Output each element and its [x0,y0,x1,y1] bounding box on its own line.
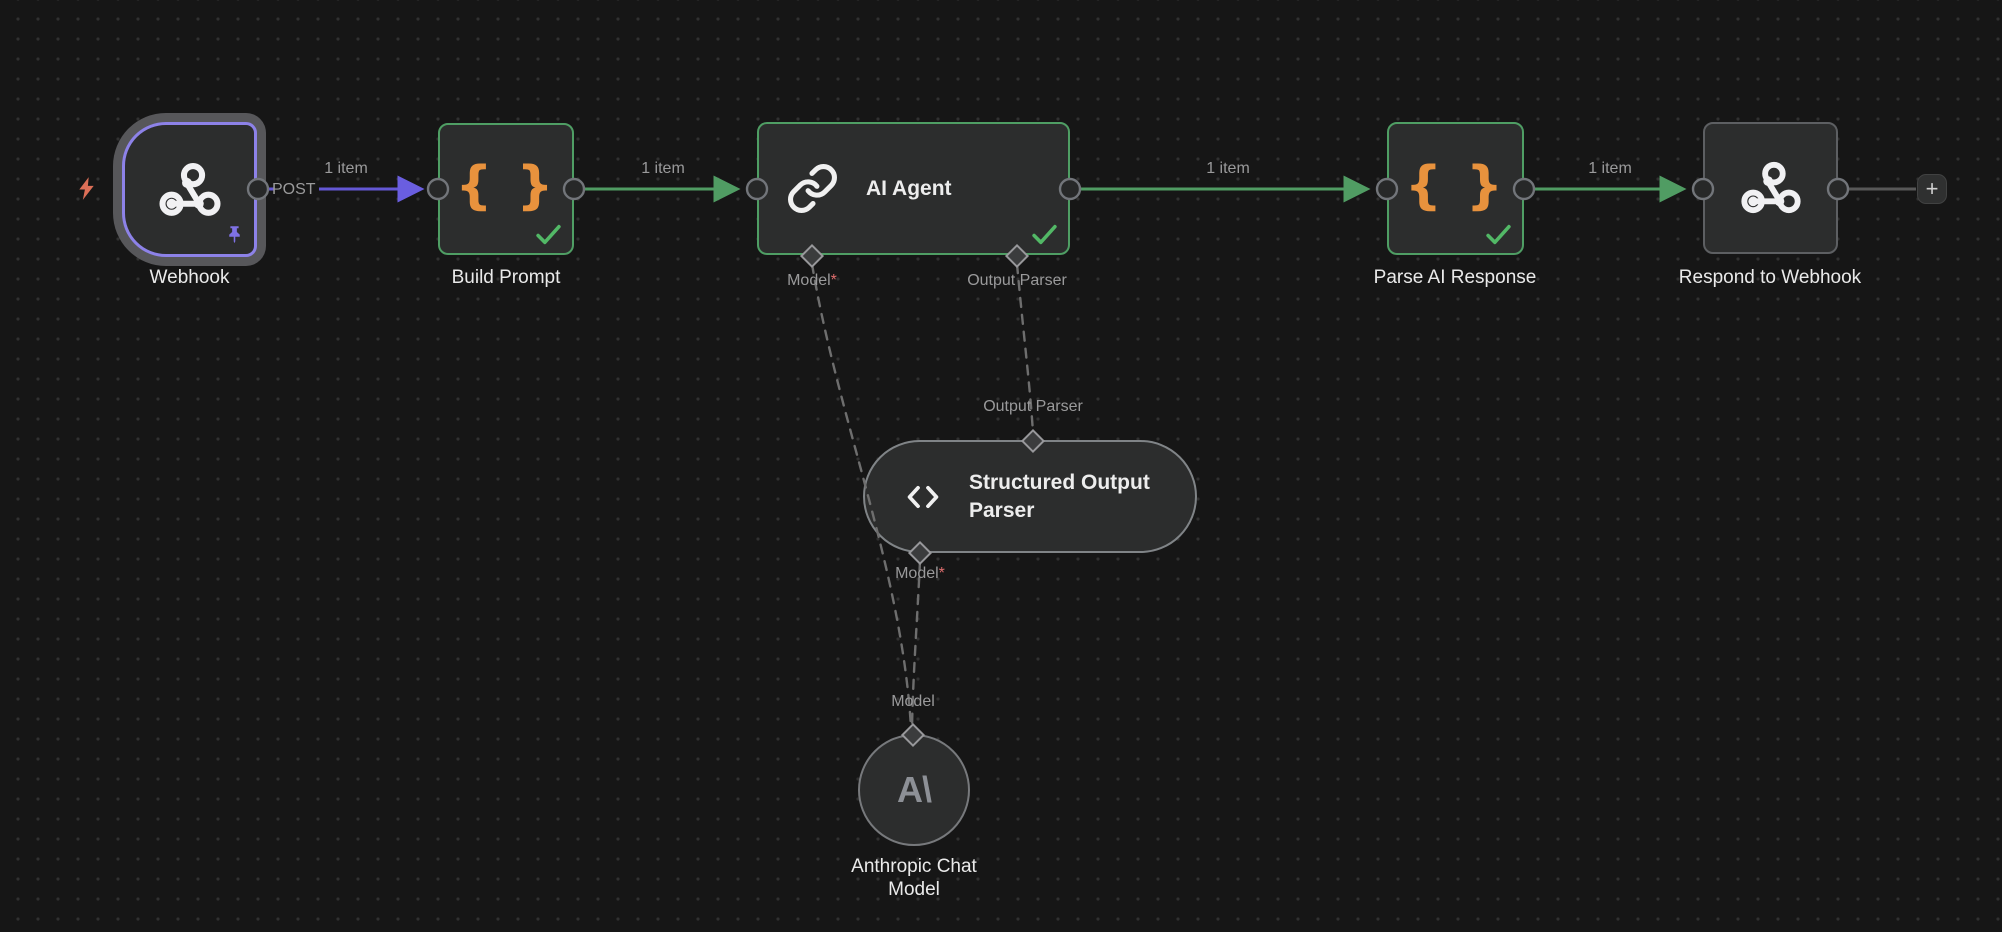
ai-agent-title: AI Agent [866,176,952,200]
node-label-anthropic-chat-model: Anthropic Chat Model [851,856,977,900]
node-ai-agent[interactable]: AI Agent [757,122,1070,255]
node-label-respond-to-webhook: Respond to Webhook [1678,267,1862,288]
success-check-icon [536,224,561,245]
port-label-agent-output-parser: Output Parser [967,272,1067,289]
required-asterisk: * [830,272,837,289]
edge-count-label: 1 item [324,160,368,177]
node-respond-to-webhook[interactable] [1703,122,1838,254]
webhook-icon [1740,161,1801,214]
code-braces-icon: { } [455,156,557,216]
anthropic-logo-icon: A\ [897,769,932,810]
port-label-anthropic-model: Model [891,693,935,710]
required-asterisk: * [938,565,945,582]
edge-count-label: 1 item [1588,160,1632,177]
node-webhook[interactable] [122,122,257,257]
link-icon [788,164,837,213]
port-label-sop-model: Model* [895,565,945,582]
node-anthropic-chat-model[interactable]: A\ [858,734,970,846]
port-label-sop-input: Output Parser [983,398,1083,415]
edge-count-label: 1 item [1206,160,1250,177]
node-parse-ai-response[interactable]: { } [1387,122,1524,255]
trigger-bolt-icon [79,177,94,200]
success-check-icon [1032,224,1057,245]
node-build-prompt[interactable]: { } [438,123,574,255]
edge-method-label: POST [272,181,316,198]
port-label-agent-model: Model* [787,272,837,289]
node-label-webhook: Webhook [149,267,230,288]
node-label-build-prompt: Build Prompt [451,267,561,288]
node-structured-output-parser[interactable]: Structured Output Parser [863,440,1197,553]
success-check-icon [1486,224,1511,245]
angle-brackets-icon [907,485,939,508]
node-label-parse-ai-response: Parse AI Response [1373,267,1537,288]
pinned-data-icon [229,226,240,244]
structured-output-parser-title: Structured Output Parser [969,470,1150,522]
webhook-icon [158,162,221,216]
edge-count-label: 1 item [641,160,685,177]
code-braces-icon: { } [1404,155,1507,216]
add-node-button[interactable]: + [1917,174,1947,204]
